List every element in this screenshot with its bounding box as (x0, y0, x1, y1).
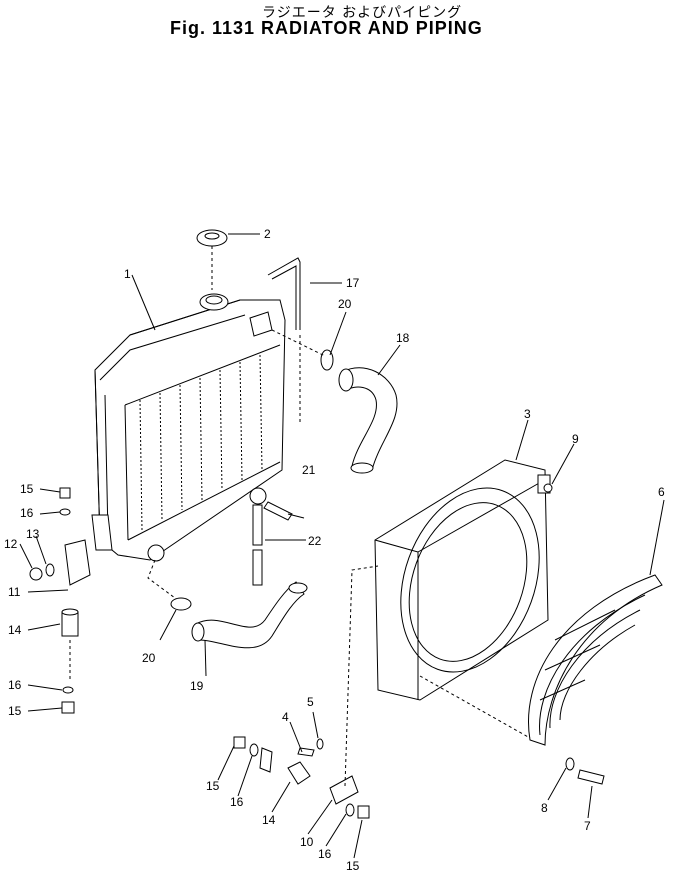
callout-18: 18 (396, 331, 410, 345)
radiator-assembly (91, 293, 286, 562)
callout-15-top-left: 15 (20, 482, 34, 496)
callout-15-bottom-left: 15 (8, 704, 22, 718)
leader-lines (19, 233, 665, 859)
callout-1: 1 (124, 267, 131, 281)
callout-15-bottom: 15 (206, 779, 220, 793)
shroud-fasteners (543, 483, 605, 785)
callout-11: 11 (8, 585, 21, 599)
hose-clamp-lower (170, 597, 192, 611)
callout-2: 2 (264, 227, 271, 241)
callout-10: 10 (300, 835, 314, 849)
radiator-cap (196, 229, 228, 290)
callout-labels: 1 2 3 4 5 6 7 8 9 10 11 12 13 14 14 15 1… (4, 227, 665, 873)
figure-title: Fig. 1131 RADIATOR AND PIPING (170, 18, 483, 38)
lower-hose (147, 559, 308, 649)
upper-hose (271, 329, 398, 474)
callout-20-lower: 20 (142, 651, 156, 665)
reserve-tank-group-left (29, 487, 91, 714)
callout-15-bottom-right: 15 (346, 859, 360, 873)
callout-17: 17 (346, 276, 360, 290)
callout-9: 9 (572, 432, 579, 446)
callout-20-upper: 20 (338, 297, 352, 311)
callout-14-left: 14 (8, 623, 22, 637)
callout-16-bottom-right: 16 (318, 847, 332, 861)
callout-14-bottom: 14 (262, 813, 276, 827)
fan-guard (419, 574, 663, 746)
callout-12: 12 (4, 537, 18, 551)
reserve-tank-group-bottom (233, 565, 379, 819)
callout-16-top-left: 16 (20, 506, 34, 520)
drain-bolt-and-hose (252, 501, 293, 586)
callout-3: 3 (524, 407, 531, 421)
callout-4: 4 (282, 710, 289, 724)
callout-16-bottom-left: 16 (8, 678, 22, 692)
callout-7: 7 (584, 819, 591, 833)
fan-shroud (374, 459, 551, 701)
callout-8: 8 (541, 801, 548, 815)
callout-21: 21 (302, 463, 316, 477)
callout-22: 22 (308, 534, 322, 548)
callout-6: 6 (658, 485, 665, 499)
figure-title-japanese: ラジエータ およびパイピング (262, 5, 463, 21)
callout-5: 5 (307, 695, 314, 709)
overflow-tube (267, 257, 301, 425)
callout-13: 13 (26, 527, 40, 541)
callout-16-bottom: 16 (230, 795, 244, 809)
callout-19: 19 (190, 679, 204, 693)
